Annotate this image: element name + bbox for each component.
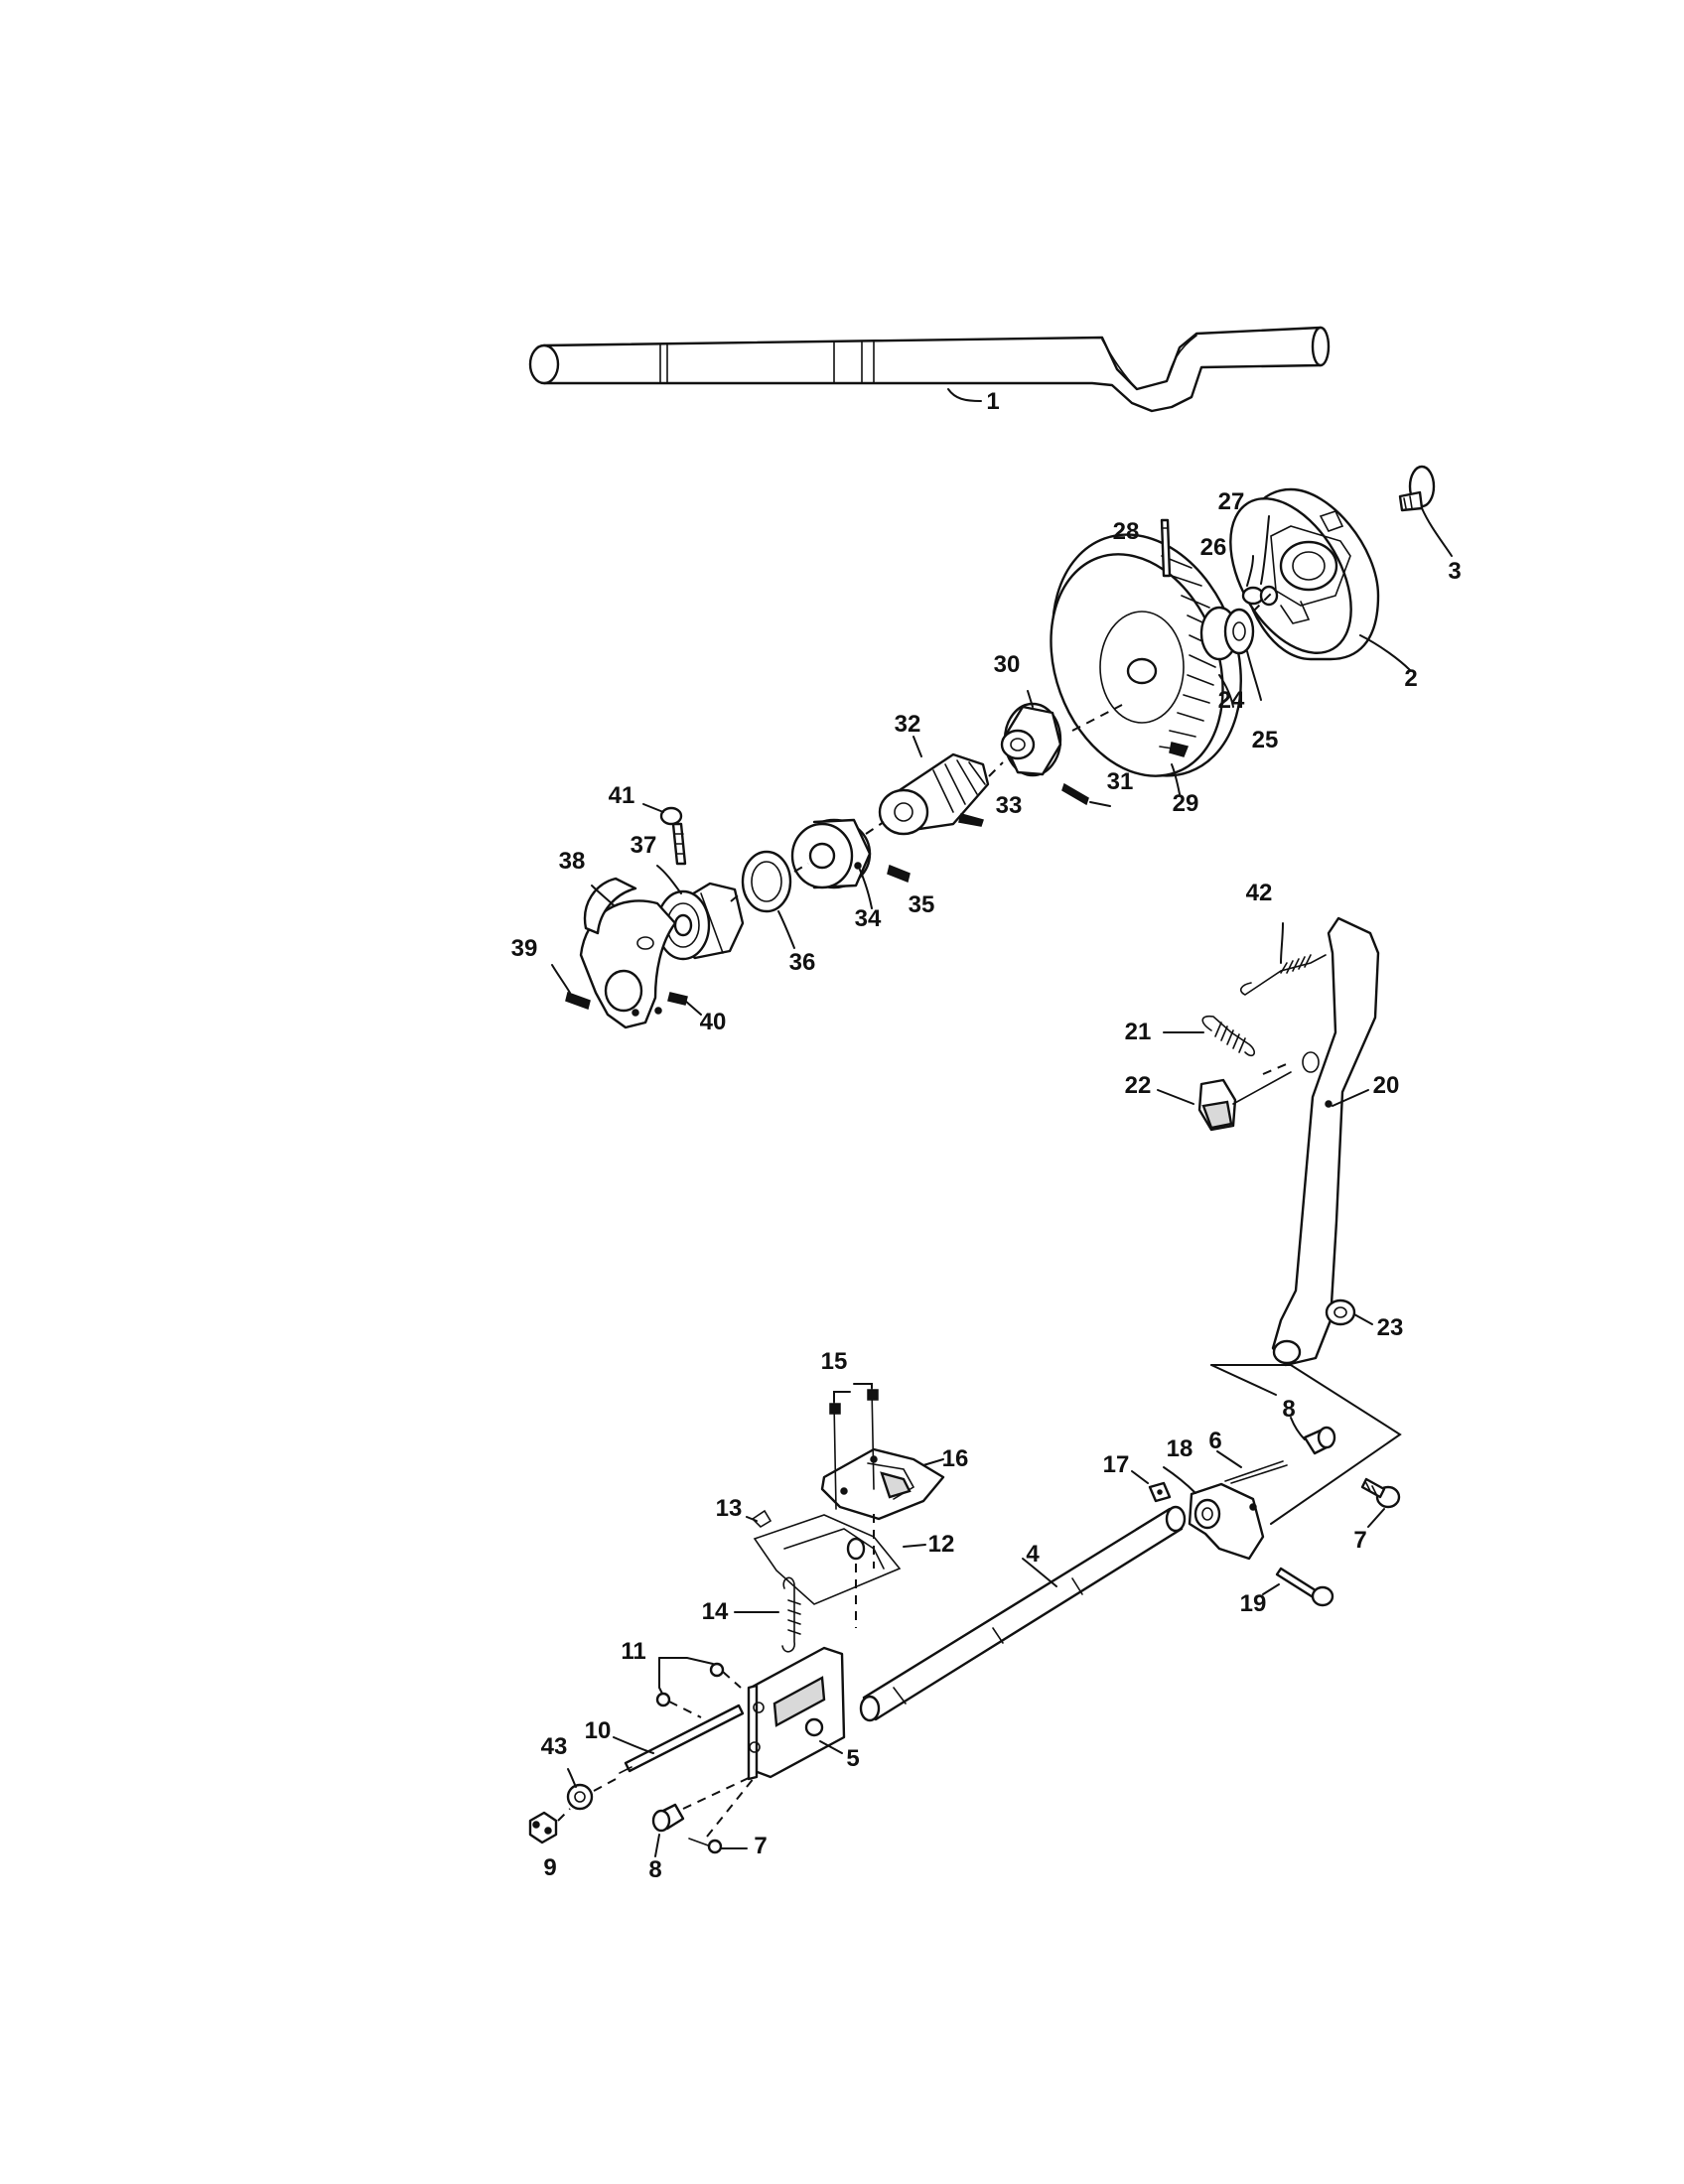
callout-42: 42 xyxy=(1245,880,1273,906)
screw-39 xyxy=(551,964,591,1010)
callout-28: 28 xyxy=(1112,518,1140,545)
worm-gear xyxy=(878,736,990,836)
callout-26: 26 xyxy=(1199,534,1227,561)
screws-11 xyxy=(655,1657,742,1718)
callout-21: 21 xyxy=(1124,1019,1152,1045)
callout-39: 39 xyxy=(510,935,538,962)
callout-37: 37 xyxy=(630,832,657,859)
pulley-housing xyxy=(1229,487,1411,671)
callout-14: 14 xyxy=(701,1598,729,1625)
callout-31: 31 xyxy=(1106,768,1134,795)
callout-27: 27 xyxy=(1217,488,1245,515)
cam-bracket xyxy=(579,877,677,1029)
assembly-lines xyxy=(730,593,1292,1075)
spring-42 xyxy=(1239,922,1327,996)
callout-43: 43 xyxy=(540,1733,568,1760)
spring-21 xyxy=(1163,1015,1256,1057)
long-rod xyxy=(859,1505,1187,1722)
callout-5: 5 xyxy=(846,1745,860,1772)
pin xyxy=(1160,518,1172,578)
screw-7-right xyxy=(1360,1477,1401,1528)
pin-6 xyxy=(1216,1450,1288,1484)
callout-19: 19 xyxy=(1239,1590,1267,1617)
callout-33: 33 xyxy=(995,792,1023,819)
pin-8-left xyxy=(651,1776,752,1857)
callout-32: 32 xyxy=(894,711,921,738)
small-screw xyxy=(958,813,984,827)
callout-8-left: 8 xyxy=(648,1856,662,1883)
screw-40 xyxy=(667,992,702,1016)
callout-18: 18 xyxy=(1166,1435,1193,1462)
callout-29: 29 xyxy=(1172,790,1199,817)
small-screw-35 xyxy=(887,864,911,884)
washer-17 xyxy=(1131,1470,1172,1503)
main-shaft xyxy=(528,326,1331,413)
knob-screw xyxy=(1398,465,1453,557)
connector-outline xyxy=(1210,1364,1402,1525)
callout-35: 35 xyxy=(908,891,935,918)
gear-wheel xyxy=(1050,533,1242,795)
set-screw xyxy=(1061,782,1111,807)
e-clip xyxy=(1325,1298,1373,1326)
bearing xyxy=(655,865,745,961)
callout-9: 9 xyxy=(543,1854,557,1881)
bracket-16 xyxy=(820,1447,945,1521)
callout-36: 36 xyxy=(788,949,816,976)
washer-43 xyxy=(566,1768,621,1811)
part-13 xyxy=(746,1509,772,1529)
callout-11: 11 xyxy=(621,1638,646,1665)
rod-bracket xyxy=(1163,1466,1265,1561)
callout-13: 13 xyxy=(715,1495,743,1522)
callout-12: 12 xyxy=(927,1531,955,1558)
callout-34: 34 xyxy=(854,905,882,932)
callout-3: 3 xyxy=(1448,558,1462,585)
callout-23: 23 xyxy=(1376,1314,1404,1341)
callout-20: 20 xyxy=(1372,1072,1400,1099)
rod-10 xyxy=(613,1704,745,1774)
washer xyxy=(741,850,795,949)
spacer-ring xyxy=(790,818,873,909)
callout-6: 6 xyxy=(1208,1428,1222,1454)
screw-7-left xyxy=(688,1776,756,1854)
callout-40: 40 xyxy=(699,1009,727,1035)
screws-15 xyxy=(829,1383,879,1510)
callout-16: 16 xyxy=(941,1445,969,1472)
callout-38: 38 xyxy=(558,848,586,875)
slide-block xyxy=(1157,1071,1292,1132)
callout-24: 24 xyxy=(1217,687,1245,714)
plate-12 xyxy=(753,1514,926,1628)
callout-7-left: 7 xyxy=(754,1833,768,1859)
callout-30: 30 xyxy=(993,651,1021,678)
callout-2: 2 xyxy=(1404,665,1418,692)
pin-8-right xyxy=(1290,1417,1336,1455)
callout-25: 25 xyxy=(1251,727,1279,753)
nut-9 xyxy=(528,1808,571,1844)
callout-10: 10 xyxy=(584,1717,612,1744)
hub-bushing xyxy=(1199,515,1279,701)
lever-arm xyxy=(1271,916,1380,1367)
screw-41 xyxy=(642,803,687,866)
callout-22: 22 xyxy=(1124,1072,1152,1099)
callout-8-right: 8 xyxy=(1282,1396,1296,1423)
callout-7-right: 7 xyxy=(1353,1527,1367,1554)
collar xyxy=(1000,690,1062,777)
callout-41: 41 xyxy=(608,782,635,809)
callout-17: 17 xyxy=(1102,1451,1130,1478)
base-plate-5 xyxy=(747,1646,846,1781)
callout-4: 4 xyxy=(1026,1541,1040,1568)
spring-14 xyxy=(734,1576,801,1653)
callout-1: 1 xyxy=(986,388,1000,415)
screw-19 xyxy=(1262,1567,1334,1607)
callout-15: 15 xyxy=(820,1348,848,1375)
